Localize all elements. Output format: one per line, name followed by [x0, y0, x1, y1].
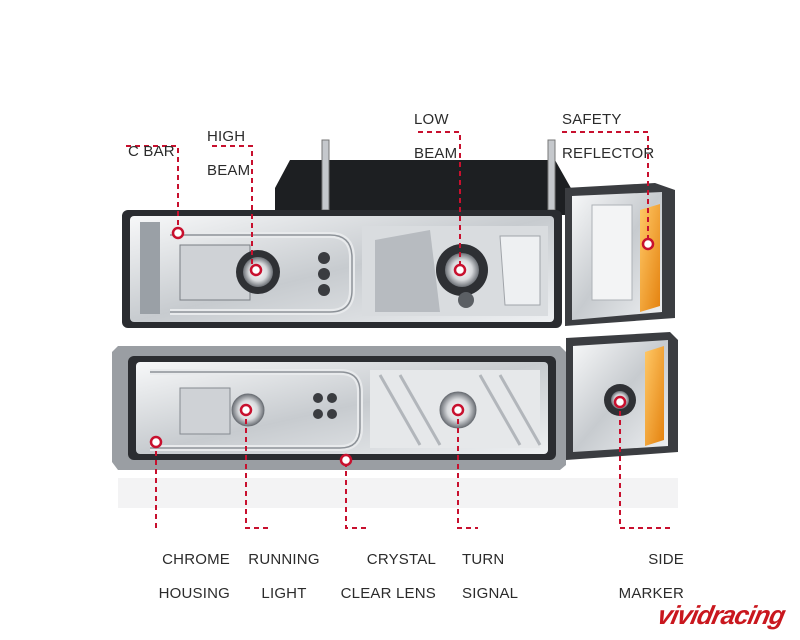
corner-lamp-upper [565, 183, 675, 326]
callout-high-beam-line1: HIGH [207, 128, 246, 145]
callout-low-beam-line1: LOW [414, 111, 449, 128]
callout-line-safety-reflector [562, 131, 649, 240]
callout-crystal-lens: CRYSTAL CLEAR LENS [340, 534, 436, 619]
marker-chrome-housing [149, 435, 163, 449]
callout-running-light-line1: RUNNING [248, 551, 320, 568]
floor-reflection [118, 478, 678, 508]
callout-running-light-line2: LIGHT [261, 585, 307, 602]
callout-line-side-marker [619, 402, 670, 529]
callout-markers [149, 226, 655, 467]
marker-running-light [239, 403, 253, 417]
callout-safety-reflector-line2: REFLECTOR [562, 145, 655, 162]
callout-line-turn-signal [457, 410, 478, 529]
callout-c-bar: C BAR [128, 126, 175, 177]
callout-high-beam-line2: BEAM [207, 162, 251, 179]
callout-chrome-housing: CHROME HOUSING [150, 534, 230, 619]
headlight-upper [122, 210, 562, 328]
marker-crystal-lens [339, 453, 353, 467]
callout-high-beam: HIGH BEAM [207, 111, 250, 196]
callout-c-bar-line1: C BAR [128, 143, 175, 160]
callout-side-marker: SIDE MARKER [600, 534, 684, 619]
callout-running-light: RUNNING LIGHT [244, 534, 324, 619]
callout-low-beam-line2: BEAM [414, 145, 458, 162]
marker-low-beam [453, 263, 467, 277]
side-marker-lamp [566, 332, 678, 460]
vividracing-logo: vividracing [655, 600, 788, 630]
callout-side-marker-line2: MARKER [618, 585, 684, 602]
marker-high-beam [249, 263, 263, 277]
marker-safety-reflector [641, 237, 655, 251]
callout-line-low-beam [418, 131, 461, 268]
callout-turn-signal: TURN SIGNAL [462, 534, 518, 619]
callout-turn-signal-line1: TURN [462, 551, 505, 568]
callout-side-marker-line1: SIDE [648, 551, 684, 568]
callout-chrome-housing-line2: HOUSING [158, 585, 230, 602]
callout-chrome-housing-line1: CHROME [162, 551, 230, 568]
bumper-lamp [112, 346, 566, 470]
callout-turn-signal-line2: SIGNAL [462, 585, 519, 602]
callout-low-beam: LOW BEAM [414, 94, 457, 179]
marker-side-marker [613, 395, 627, 409]
callout-safety-reflector-line1: SAFETY [562, 111, 622, 128]
callout-line-c-bar [126, 145, 179, 233]
marker-turn-signal [451, 403, 465, 417]
callout-line-running-light [245, 410, 270, 529]
callout-safety-reflector: SAFETY REFLECTOR [562, 94, 654, 179]
callout-line-high-beam [212, 145, 253, 270]
marker-c-bar [171, 226, 185, 240]
callout-lines [126, 131, 670, 529]
callout-crystal-lens-line1: CRYSTAL [366, 551, 436, 568]
callout-line-crystal-lens [345, 462, 370, 529]
vividracing-logo-text: vividracing [655, 600, 788, 630]
mounting-bracket [275, 139, 585, 215]
callout-crystal-lens-line2: CLEAR LENS [340, 585, 436, 602]
